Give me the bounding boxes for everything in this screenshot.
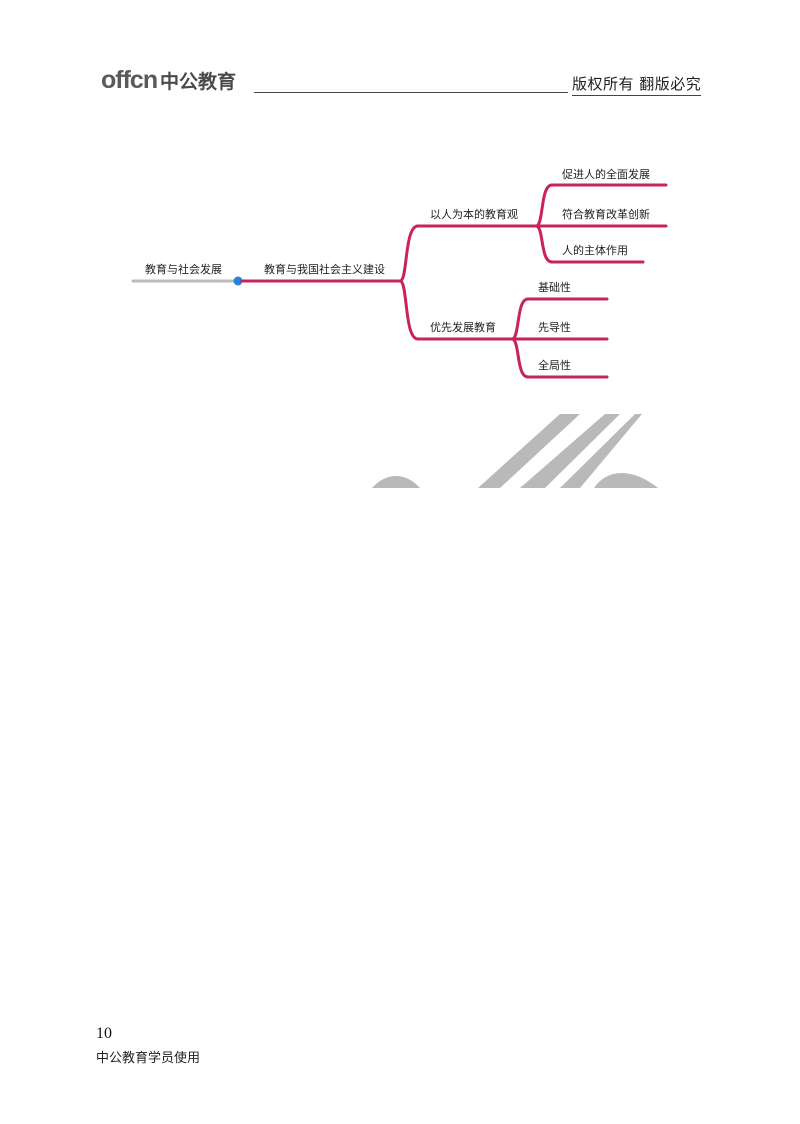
offcn-logo: offcn <box>101 66 158 94</box>
brand-name: 中公教育 <box>160 71 237 93</box>
branch-1-label: 以人为本的教育观 <box>430 207 518 221</box>
leaf-2-1-label: 基础性 <box>538 280 571 294</box>
page-header: offcn 中公教育 版权所有 翻版必究 <box>0 0 800 110</box>
leaf-2-3-label: 全局性 <box>538 358 571 372</box>
root-node-label: 教育与社会发展 <box>145 262 222 276</box>
leaf-connector-2-3 <box>510 337 530 379</box>
leaf-1-3-label: 人的主体作用 <box>562 243 628 257</box>
branch-connector-2 <box>398 279 420 341</box>
header-rule <box>254 92 568 93</box>
leaf-2-2-label: 先导性 <box>538 320 571 334</box>
level1-node-label: 教育与我国社会主义建设 <box>264 262 385 276</box>
root-connector-dot <box>233 276 243 286</box>
watermark-graphic <box>372 414 658 488</box>
branch-connector-1 <box>398 224 420 283</box>
branch-2-label: 优先发展教育 <box>430 320 496 334</box>
mind-map: 教育与社会发展 教育与我国社会主义建设 以人为本的教育观 促进人的全面发展 符合… <box>131 167 668 379</box>
page-number: 10 <box>96 1025 112 1042</box>
leaf-1-1-label: 促进人的全面发展 <box>562 167 650 181</box>
leaf-connector-1-3 <box>534 224 554 264</box>
leaf-1-2-label: 符合教育改革创新 <box>562 207 650 221</box>
copyright-notice: 版权所有 翻版必究 <box>572 74 702 96</box>
footer-org-note: 中公教育学员使用 <box>96 1051 201 1066</box>
